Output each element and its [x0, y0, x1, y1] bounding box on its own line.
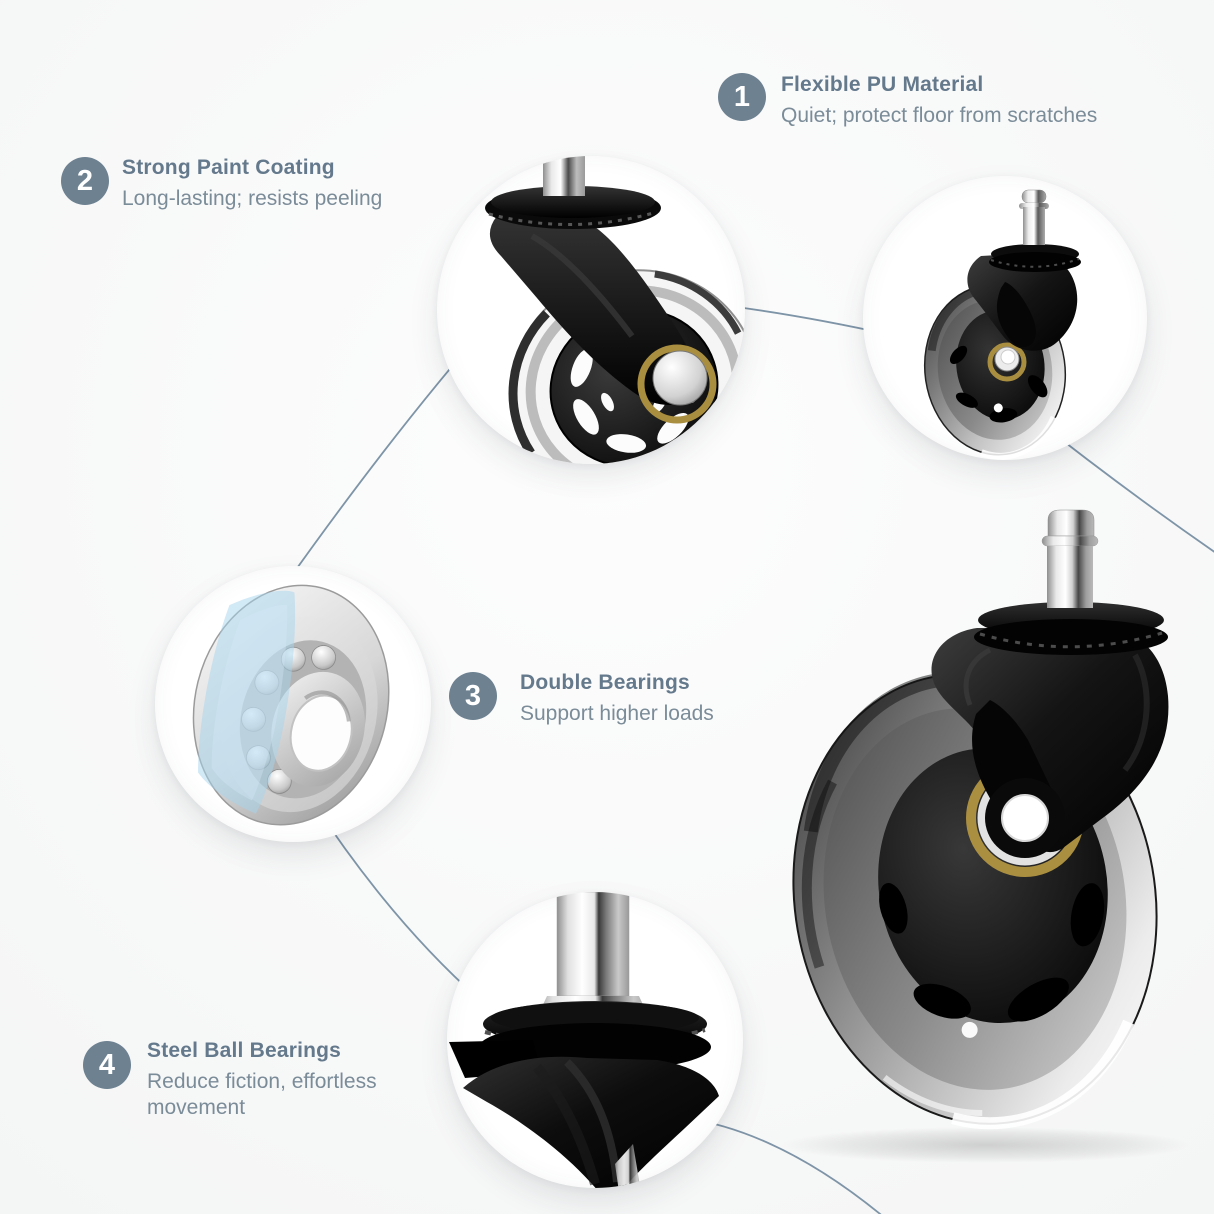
- closeup-stem: [543, 156, 585, 196]
- steel-ball-bearing-photo: [192, 584, 390, 826]
- feature-3-description: Support higher loads: [520, 702, 714, 725]
- feature-3-title: Double Bearings: [520, 671, 690, 694]
- inset-circle-wheel-closeup: [437, 156, 745, 464]
- product-stem: [1041, 509, 1099, 608]
- closeup-axle: [652, 350, 708, 406]
- stem-swivel-dome: [463, 1056, 719, 1188]
- feature-2-title: Strong Paint Coating: [122, 156, 335, 179]
- feature-2-number: 2: [76, 165, 94, 197]
- feature-3-number: 3: [464, 680, 482, 712]
- feature-1: Flexible PU Material Quiet; protect floo…: [781, 72, 1097, 129]
- caster-wheel-closeup-photo: [485, 156, 745, 464]
- stem-shaft: [556, 892, 630, 997]
- bearing-blue-tint: [198, 590, 296, 814]
- feature-1-title: Flexible PU Material: [781, 73, 984, 96]
- inset-circle-ball-bearing: [155, 566, 431, 842]
- feature-3: Double Bearings Support higher loads: [520, 670, 714, 727]
- feature-1-description: Quiet; protect floor from scratches: [781, 104, 1098, 127]
- feature-1-badge: 1: [718, 73, 766, 121]
- product-ground-shadow: [780, 1127, 1190, 1163]
- inset-circle-full-caster: [863, 176, 1147, 460]
- connector-line-lower-left: [314, 804, 481, 1001]
- feature-2: Strong Paint Coating Long-lasting; resis…: [122, 155, 382, 212]
- feature-3-badge: 3: [449, 672, 497, 720]
- caster-product-photo: [780, 509, 1190, 1163]
- feature-4-description: Reduce fiction, effortless movement: [147, 1070, 377, 1119]
- feature-2-description: Long-lasting; resists peeling: [122, 187, 383, 210]
- caster-full-view-photo: [923, 189, 1081, 460]
- bearing: [192, 584, 390, 826]
- mini-brass-ring: [987, 342, 1027, 382]
- feature-4-number: 4: [98, 1049, 116, 1081]
- closeup-fork: [489, 211, 696, 405]
- feature-1-number: 1: [733, 81, 751, 113]
- mini-stem: [1019, 189, 1049, 245]
- feature-2-badge: 2: [61, 157, 109, 205]
- feature-4: Steel Ball Bearings Reduce fiction, effo…: [147, 1038, 405, 1121]
- inset-circle-stem-closeup: [447, 892, 743, 1188]
- connector-line-left: [284, 344, 471, 586]
- product-washer-bottom: [974, 619, 1168, 655]
- product-swivel-housing: [931, 627, 1169, 853]
- bearing-bore: [289, 694, 353, 772]
- caster-stem-closeup-photo: [449, 892, 719, 1188]
- product-axle-hole: [1001, 794, 1049, 842]
- feature-4-badge: 4: [83, 1041, 131, 1089]
- feature-4-title: Steel Ball Bearings: [147, 1039, 342, 1062]
- closeup-brass-bearing-ring: [637, 344, 717, 424]
